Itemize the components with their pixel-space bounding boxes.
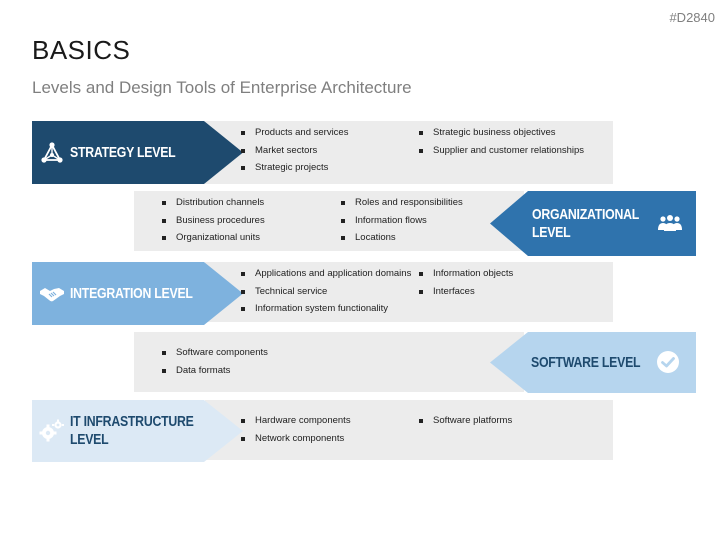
network-triangle-icon [38, 139, 66, 167]
infrastructure-level-arrow: IT INFRASTRUCTURE LEVEL [32, 400, 243, 462]
organizational-list-1: Distribution channels Business procedure… [162, 194, 265, 247]
slide-code: #D2840 [669, 10, 715, 25]
integration-list-2: Information objects Interfaces [419, 265, 513, 300]
list-item: Strategic business objectives [419, 124, 584, 142]
strategy-list-2: Strategic business objectives Supplier a… [419, 124, 584, 159]
list-item: Software platforms [419, 412, 512, 430]
page-subtitle: Levels and Design Tools of Enterprise Ar… [32, 78, 412, 97]
people-group-icon [656, 211, 684, 235]
software-list-1: Software components Data formats [162, 344, 268, 379]
list-item: Software components [162, 344, 268, 362]
page-title: BASICS [32, 35, 131, 65]
infrastructure-list-2: Software platforms [419, 412, 512, 430]
list-item: Data formats [162, 362, 268, 380]
list-item: Distribution channels [162, 194, 265, 212]
check-circle-icon [656, 350, 680, 374]
infrastructure-list-1: Hardware components Network components [241, 412, 351, 447]
list-item: Business procedures [162, 212, 265, 230]
list-item: Roles and responsibilities [341, 194, 463, 212]
strategy-level-label: STRATEGY LEVEL [70, 143, 176, 161]
list-item: Locations [341, 229, 463, 247]
list-item: Information flows [341, 212, 463, 230]
infrastructure-label-line2: LEVEL [70, 431, 109, 448]
list-item: Interfaces [419, 283, 513, 301]
organizational-label-line2: LEVEL [532, 223, 571, 241]
list-item: Applications and application domains [241, 265, 411, 283]
infrastructure-label-line1: IT INFRASTRUCTURE [70, 413, 194, 430]
strategy-panel [205, 121, 613, 184]
gears-icon [38, 417, 66, 445]
organizational-label-line1: ORGANIZATIONAL [532, 205, 640, 223]
list-item: Technical service [241, 283, 411, 301]
integration-level-label: INTEGRATION LEVEL [70, 284, 193, 302]
organizational-list-2: Roles and responsibilities Information f… [341, 194, 463, 247]
software-panel [134, 332, 524, 392]
handshake-icon [38, 280, 66, 308]
list-item: Market sectors [241, 142, 348, 160]
list-item: Network components [241, 430, 351, 448]
software-level-label: SOFTWARE LEVEL [531, 353, 641, 371]
organizational-panel [134, 191, 524, 251]
list-item: Supplier and customer relationships [419, 142, 584, 160]
list-item: Information objects [419, 265, 513, 283]
list-item: Information system functionality [241, 300, 411, 318]
integration-level-arrow: INTEGRATION LEVEL [32, 262, 243, 325]
strategy-level-arrow: STRATEGY LEVEL [32, 121, 243, 184]
organizational-level-arrow: ORGANIZATIONAL LEVEL [490, 191, 696, 256]
integration-list-1: Applications and application domains Tec… [241, 265, 411, 318]
list-item: Products and services [241, 124, 348, 142]
infrastructure-level-label: IT INFRASTRUCTURE LEVEL [70, 413, 194, 449]
list-item: Strategic projects [241, 159, 348, 177]
list-item: Organizational units [162, 229, 265, 247]
infrastructure-panel [205, 400, 613, 460]
software-level-arrow: SOFTWARE LEVEL [490, 332, 696, 393]
strategy-list-1: Products and services Market sectors Str… [241, 124, 348, 177]
list-item: Hardware components [241, 412, 351, 430]
organizational-level-label: ORGANIZATIONAL LEVEL [532, 206, 639, 242]
integration-panel [205, 262, 613, 322]
